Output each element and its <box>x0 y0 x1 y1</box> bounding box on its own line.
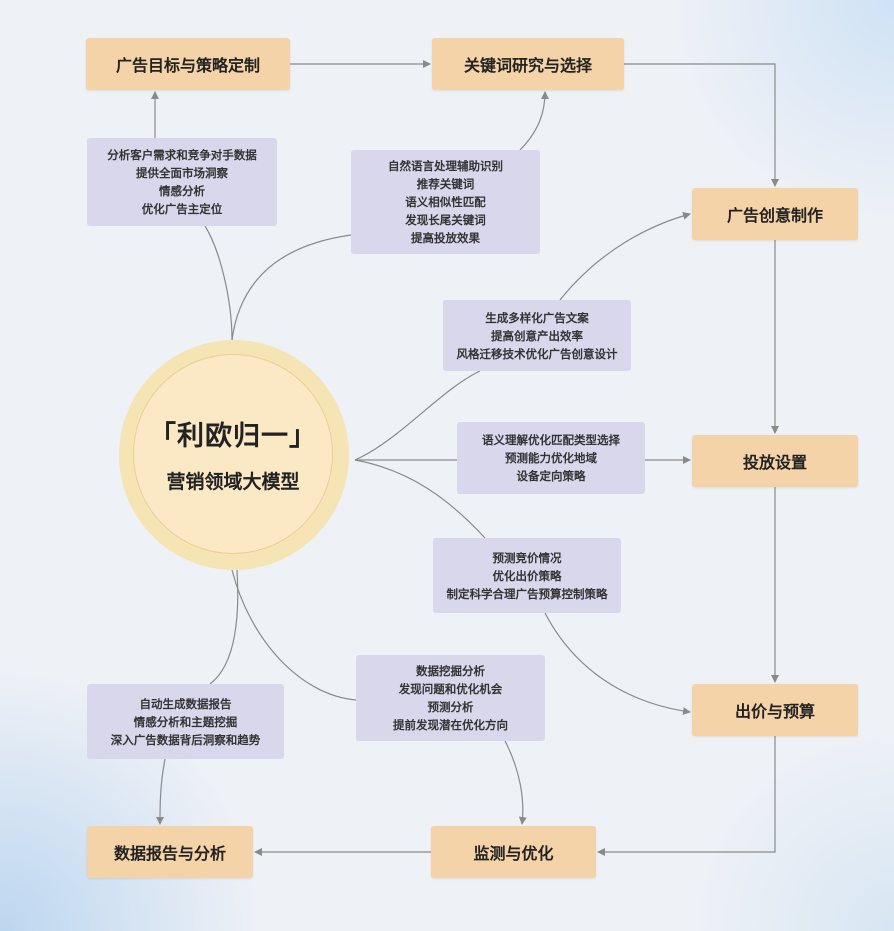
note-line: 预测分析 <box>427 700 474 714</box>
branch-arrow <box>559 212 691 301</box>
note-line: 预测竞价情况 <box>492 550 562 565</box>
note-line: 情感分析和主题挖掘 <box>133 714 238 729</box>
note-line: 数据挖掘分析 <box>416 664 485 678</box>
note-line: 生成多样化广告文案 <box>485 310 589 325</box>
note-line: 提前发现潜在优化方向 <box>393 718 508 732</box>
note-line: 深入广告数据背后洞察和趋势 <box>110 732 261 747</box>
note-creative: 生成多样化广告文案 提高创意产出效率 风格迁移技术优化广告创意设计 <box>443 300 631 371</box>
branch-arrow <box>504 740 527 825</box>
note-line: 自然语言处理辅助识别 <box>388 159 503 173</box>
step-ad-goal-strategy: 广告目标与策略定制 <box>86 38 290 90</box>
note-line: 风格迁移技术优化广告创意设计 <box>456 346 618 361</box>
branch-line <box>354 459 486 539</box>
note-line: 情感分析 <box>159 184 205 198</box>
step-delivery-settings: 投放设置 <box>692 435 858 487</box>
step-ad-creative: 广告创意制作 <box>692 188 858 240</box>
flow-arrow <box>624 63 779 187</box>
note-reporting: 自动生成数据报告 情感分析和主题挖掘 深入广告数据背后洞察和趋势 <box>87 684 284 759</box>
branch-line <box>231 234 352 341</box>
center-model-circle: 「利欧归一」 营销领域大模型 <box>119 340 349 570</box>
branch-arrow <box>544 612 691 715</box>
note-line: 分析客户需求和竞争对手数据 <box>107 148 257 162</box>
note-keywords: 自然语言处理辅助识别 推荐关键词 语义相似性匹配 发现长尾关键词 提高投放效果 <box>351 150 540 254</box>
note-line: 提供全面市场洞察 <box>136 166 228 180</box>
flow-arrow <box>597 736 776 856</box>
note-delivery: 语义理解优化匹配类型选择 预测能力优化地域 设备定向策略 <box>457 422 645 494</box>
note-line: 提高创意产出效率 <box>491 328 583 343</box>
note-monitoring: 数据挖掘分析 发现问题和优化机会 预测分析 提前发现潜在优化方向 <box>356 655 545 741</box>
step-bid-budget: 出价与预算 <box>692 684 858 736</box>
note-line: 发现问题和优化机会 <box>398 682 503 696</box>
center-subtitle: 营销领域大模型 <box>166 471 300 493</box>
note-line: 预测能力优化地域 <box>505 451 597 465</box>
note-line: 自动生成数据报告 <box>139 696 232 711</box>
note-line: 语义相似性匹配 <box>405 195 486 209</box>
note-line: 优化出价策略 <box>492 568 562 583</box>
note-line: 语义理解优化匹配类型选择 <box>482 433 620 447</box>
note-line: 优化广告主定位 <box>141 202 223 216</box>
branch-line <box>354 370 481 461</box>
branch-arrow <box>519 91 549 151</box>
note-line: 发现长尾关键词 <box>405 213 486 227</box>
step-monitor-optimize: 监测与优化 <box>431 826 596 878</box>
note-line: 制定科学合理广告预算控制策略 <box>446 586 608 601</box>
branch-line <box>231 569 357 701</box>
note-line: 提高投放效果 <box>411 231 480 245</box>
branch-line <box>209 569 239 685</box>
branch-arrow <box>156 758 166 825</box>
branch-line <box>204 225 233 341</box>
step-data-report: 数据报告与分析 <box>87 826 253 878</box>
note-bidding: 预测竞价情况 优化出价策略 制定科学合理广告预算控制策略 <box>433 538 621 613</box>
note-line: 设备定向策略 <box>516 469 586 483</box>
step-keyword-research: 关键词研究与选择 <box>432 38 624 90</box>
note-line: 推荐关键词 <box>416 177 475 191</box>
note-strategy: 分析客户需求和竞争对手数据 提供全面市场洞察 情感分析 优化广告主定位 <box>87 138 277 226</box>
center-title: 「利欧归一」 <box>149 421 317 452</box>
